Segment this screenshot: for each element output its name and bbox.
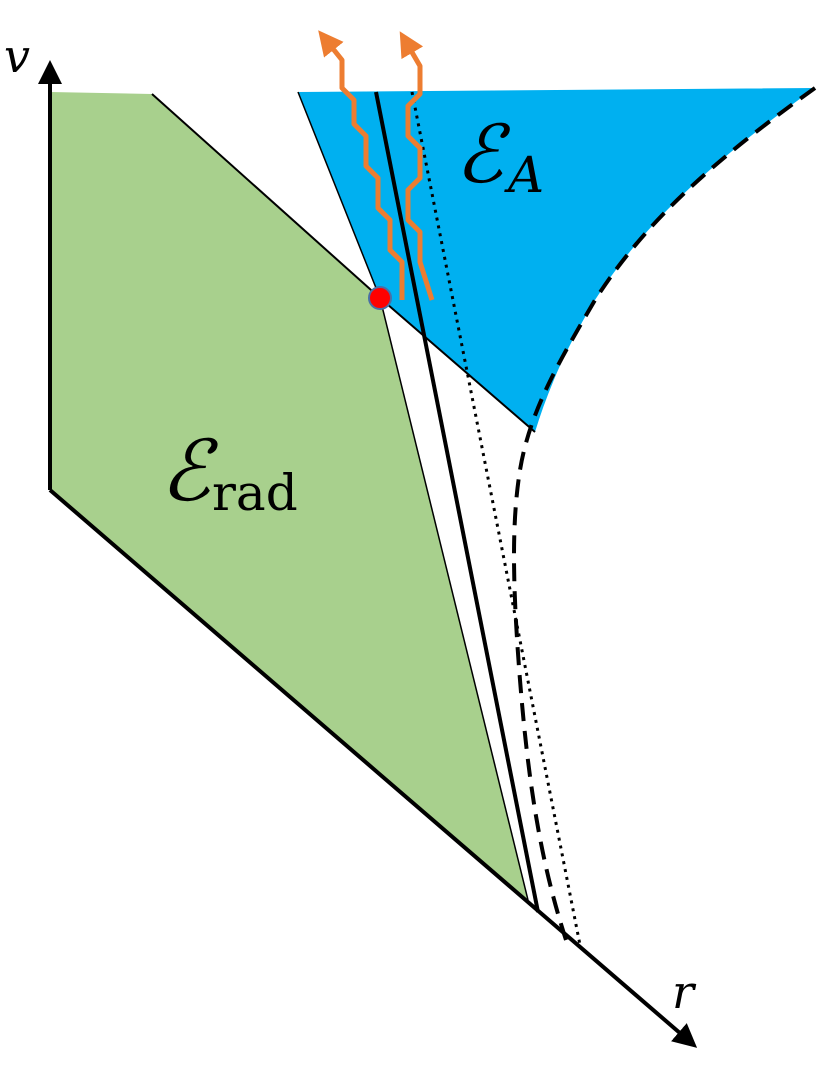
dashed-boundary-curve bbox=[512, 86, 817, 941]
wavy-arrow-icon bbox=[318, 30, 405, 300]
red-dot-icon bbox=[368, 286, 392, 310]
radiation-region-label: ℰ rad bbox=[160, 422, 298, 522]
island-region bbox=[298, 88, 815, 432]
island-symbol: ℰ bbox=[455, 108, 511, 201]
dotted-line bbox=[410, 91, 582, 946]
radiation-symbol: ℰ bbox=[160, 422, 219, 520]
island-subscript: A bbox=[504, 146, 544, 204]
island-region-label: ℰ A bbox=[455, 108, 544, 204]
island-left-edge bbox=[297, 91, 381, 299]
radiation-region-right-edge bbox=[379, 297, 529, 901]
radiation-region-top-edge bbox=[151, 93, 381, 299]
r-axis-label: r bbox=[672, 965, 697, 1019]
radiation-region bbox=[50, 92, 528, 900]
island-bottom-edge bbox=[379, 297, 536, 433]
solid-trajectory-line bbox=[374, 91, 540, 913]
wavy-arrow-icon bbox=[399, 31, 435, 301]
radiation-subscript: rad bbox=[212, 464, 298, 522]
v-axis-label: v bbox=[4, 29, 30, 83]
r-axis bbox=[48, 488, 698, 1048]
